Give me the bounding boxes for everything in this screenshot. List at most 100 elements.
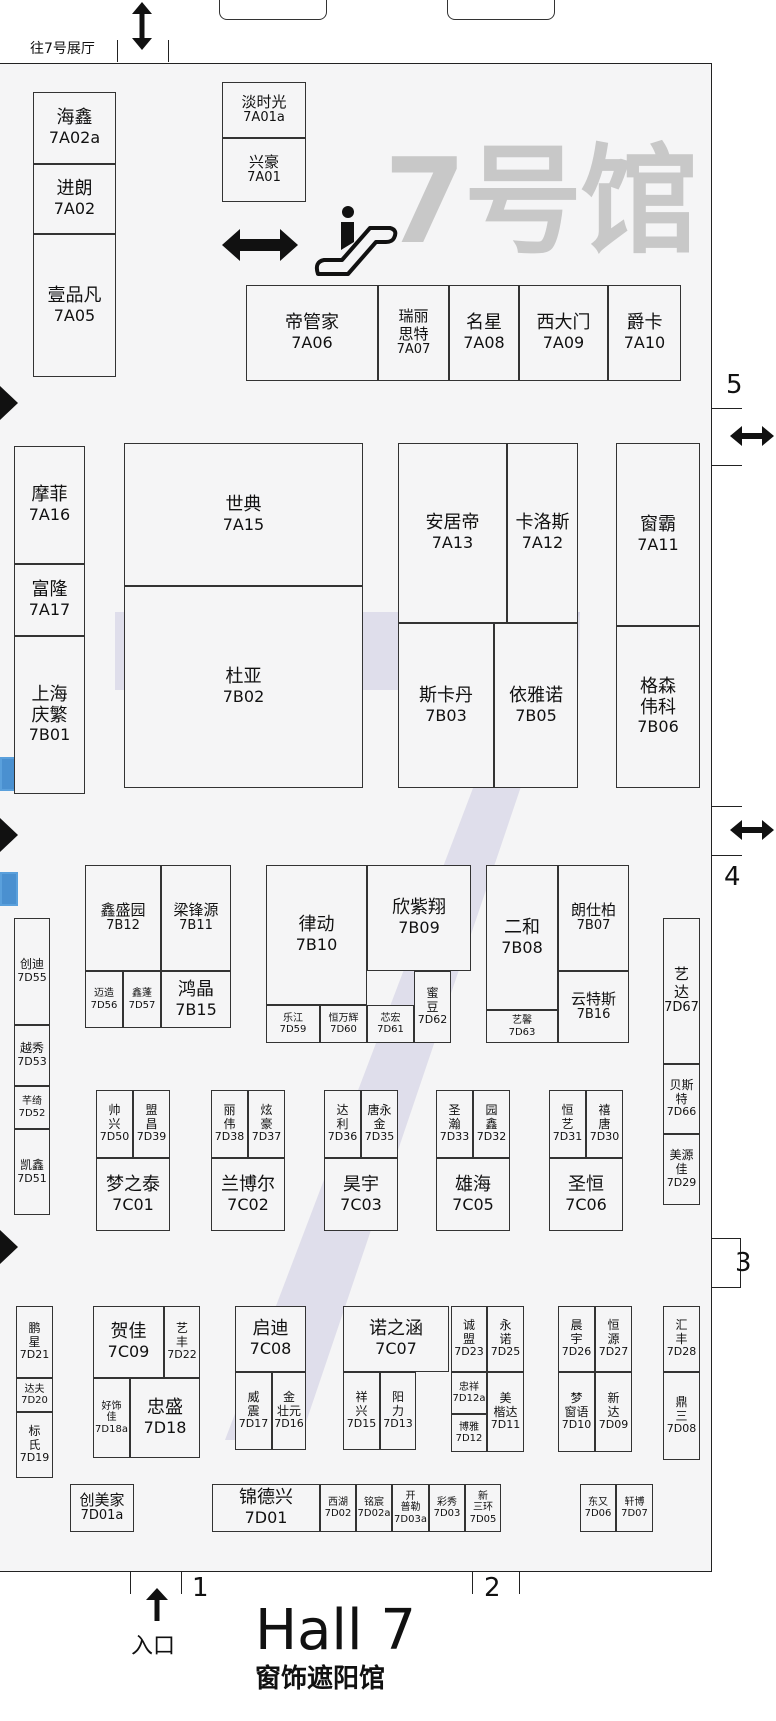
booth-name: 新 达 xyxy=(607,1390,620,1419)
booth-code: 7D55 xyxy=(17,971,47,985)
door-5-label: 5 xyxy=(726,370,743,400)
booth-code: 7D60 xyxy=(330,1024,357,1035)
booth-code: 7D50 xyxy=(99,1130,130,1144)
booth-code: 7A01a xyxy=(243,110,285,126)
booth-name: 瑞丽 思特 xyxy=(398,307,429,343)
booth-name: 艺馨 xyxy=(512,1015,532,1026)
booth-code: 7D62 xyxy=(417,1013,448,1027)
